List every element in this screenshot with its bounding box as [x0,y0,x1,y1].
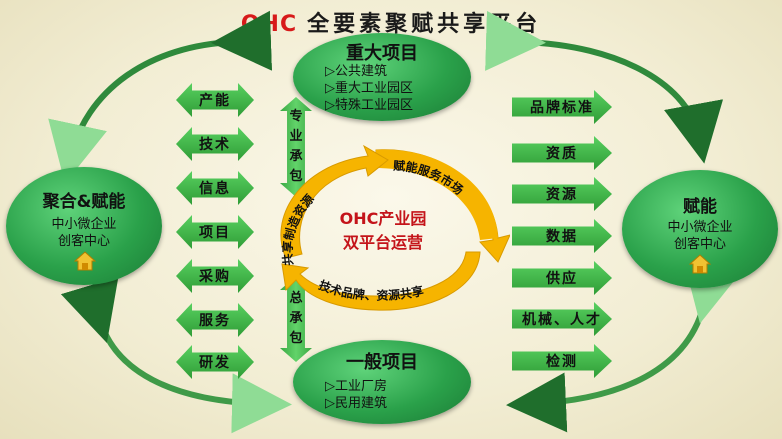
house-icon [74,251,96,271]
vertical-char: 包 [289,331,303,346]
right-node-line2: 创客中心 [673,237,726,252]
arrow-right-to-general [506,258,742,433]
major-project-item: ▷公共建筑 [325,64,387,79]
vertical-char: 承 [289,149,303,164]
center-line1: OHC产业园 [339,209,427,228]
right-node-line1: 中小微企业 [667,220,733,235]
arrow-major-to-right [485,10,724,164]
center-line2: 双平台运营 [342,233,423,252]
major-project-item: ▷重大工业园区 [325,81,413,96]
left-node: 聚合&赋能 中小微企业 创客中心 [6,167,162,285]
left-node-title: 聚合&赋能 [42,192,126,212]
major-project-item: ▷特殊工业园区 [325,98,413,113]
ring-segment-bottom [281,251,481,311]
house-icon [689,254,711,274]
major-project-node: 重大项目 ▷公共建筑 ▷重大工业园区 ▷特殊工业园区 [293,33,471,121]
arrow-major-to-left [48,10,273,184]
vertical-char: 承 [289,311,303,326]
left-node-line2: 创客中心 [57,234,110,249]
major-project-title: 重大项目 [346,43,418,64]
general-project-list: ▷工业厂房 ▷民用建筑 [325,378,387,412]
ring-segment-left [280,144,389,259]
vertical-char: 包 [289,169,303,184]
operation-ring: 赋能服务市场 技术品牌、资源共享 共享制造资源 [280,144,510,311]
general-project-item: ▷民用建筑 [325,396,387,411]
general-project-item: ▷工业厂房 [325,379,387,394]
major-project-list: ▷公共建筑 ▷重大工业园区 ▷特殊工业园区 [325,63,413,114]
left-arrow-technology: 技术 [176,127,254,161]
right-node: 赋能 中小微企业 创客中心 [622,170,778,288]
vertical-char: 业 [289,129,303,144]
general-project-title: 一般项目 [346,352,418,373]
right-node-title: 赋能 [683,197,717,217]
left-node-line1: 中小微企业 [51,217,117,232]
vertical-char: 总 [289,291,303,306]
vertical-char: 专 [289,109,303,124]
general-project-node: 一般项目 ▷工业厂房 ▷民用建筑 [293,340,471,424]
ring-segment-right-body [376,149,498,240]
arrow-left-to-general [60,276,292,434]
